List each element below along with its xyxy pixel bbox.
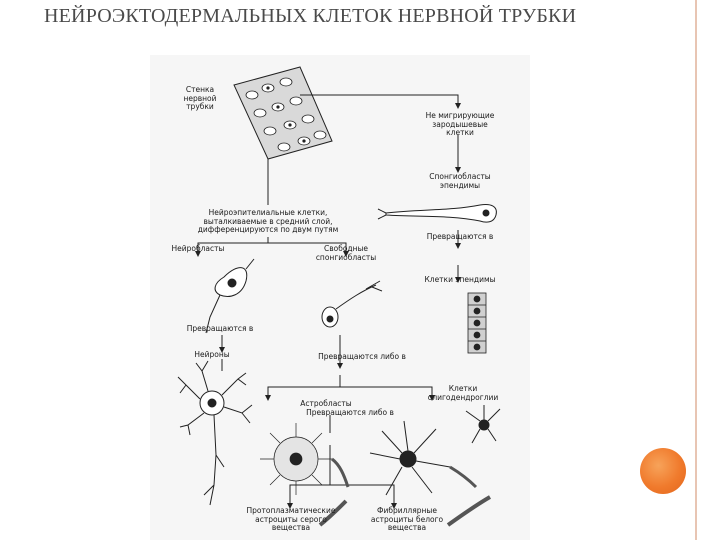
oligodendroglia-drawing [465,405,501,444]
label-neuroepithelial-cells: Нейроэпителиальные клетки, выталкиваемые… [197,208,339,234]
label-neural-tube-wall: Стенка нервной трубки [183,85,217,111]
nerve-fibre-drawings [318,495,491,527]
label-free-spongioblasts: Свободные спонгиобласты [315,244,377,262]
label-spongioblasts-ependyma: Спонгиобласты эпендимы [429,172,491,190]
label-neurons: Нейроны [194,350,230,359]
label-turn-into-2: Превращаются в [186,324,254,333]
neuroblast-cell-drawing [205,258,255,334]
label-turn-into-either-2: Превращаются либо в [306,408,394,417]
label-astroblasts: Астробласты [300,399,352,408]
neuron-drawing [177,360,253,506]
slide-title: НЕЙРОЭКТОДЕРМАЛЬНЫХ КЛЕТОК НЕРВНОЙ ТРУБК… [44,5,577,27]
label-turn-into-either-1: Превращаются либо в [318,352,406,361]
label-protoplasmic-astrocytes: Протоплазматические астроциты серого вещ… [246,506,336,532]
label-ependymal-cells: Клетки эпендимы [424,275,496,284]
label-neuroblasts: Нейробласты [171,244,225,253]
label-turn-into-1: Превращаются в [426,232,494,241]
decorative-rule [695,0,697,540]
diagram-drawing [177,66,501,527]
arrowheads [195,103,461,509]
ependymal-cells-drawing [467,292,487,354]
orange-circle-decoration [640,448,686,494]
free-spongioblast-drawing [321,280,383,328]
label-non-migrating-cells: Не мигрирующие зародышевые клетки [425,111,495,137]
cell-differentiation-diagram: Стенка нервной трубки Не мигрирующие зар… [150,55,530,540]
label-oligodendroglia: Клетки олигодендроглии [427,384,499,402]
spongioblast-cell-drawing [377,204,497,223]
neural-tube-wall-drawing [233,66,333,160]
connector-lines [197,94,459,503]
protoplasmic-astrocyte-drawing [260,423,350,495]
fibrous-astrocyte-drawing [369,420,478,496]
label-fibrous-astrocytes: Фибриллярные астроциты белого вещества [370,506,444,532]
